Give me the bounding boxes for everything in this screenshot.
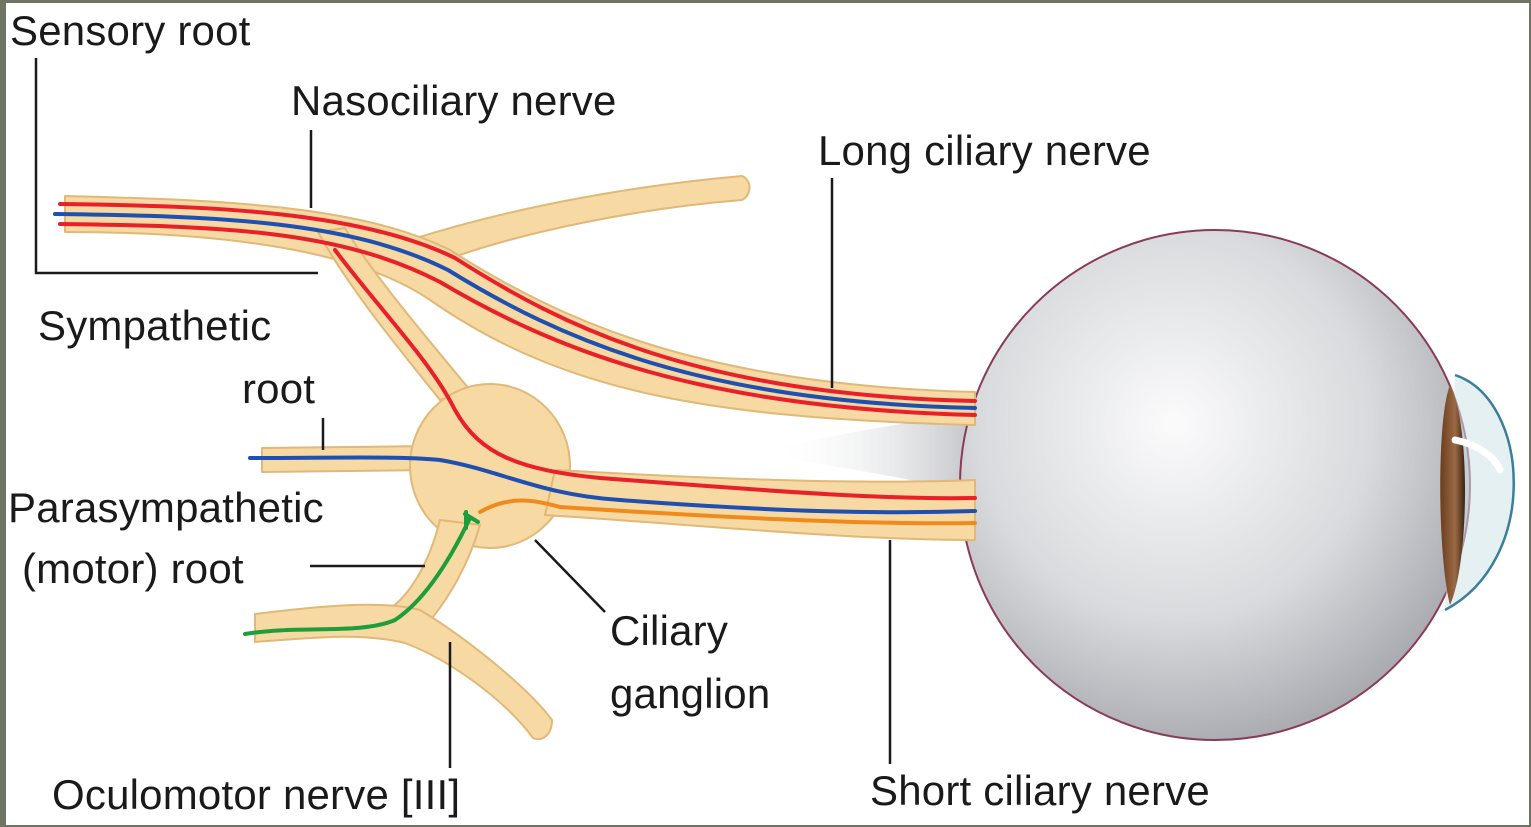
- label-oculomotor-nerve: Oculomotor nerve [III]: [52, 774, 460, 816]
- label-parasympathetic-root-line2: (motor) root: [22, 548, 244, 590]
- label-ciliary-ganglion-line2: ganglion: [610, 673, 770, 715]
- ciliary-ganglion: [410, 384, 570, 548]
- label-short-ciliary-nerve: Short ciliary nerve: [870, 770, 1210, 812]
- label-long-ciliary-nerve: Long ciliary nerve: [818, 130, 1151, 172]
- label-sympathetic-root-line2: root: [242, 368, 315, 410]
- label-parasympathetic-root-line1: Parasympathetic: [8, 487, 324, 529]
- leader-ciliary-ganglion: [535, 540, 605, 612]
- label-sensory-root: Sensory root: [10, 10, 251, 52]
- label-nasociliary-nerve: Nasociliary nerve: [291, 80, 617, 122]
- nasociliary-upper-branch: [410, 176, 750, 262]
- eyeball: [960, 230, 1514, 740]
- label-ciliary-ganglion-line1: Ciliary: [610, 610, 728, 652]
- oculomotor-nerve-body: [255, 605, 552, 739]
- label-sympathetic-root-line1: Sympathetic: [38, 305, 271, 347]
